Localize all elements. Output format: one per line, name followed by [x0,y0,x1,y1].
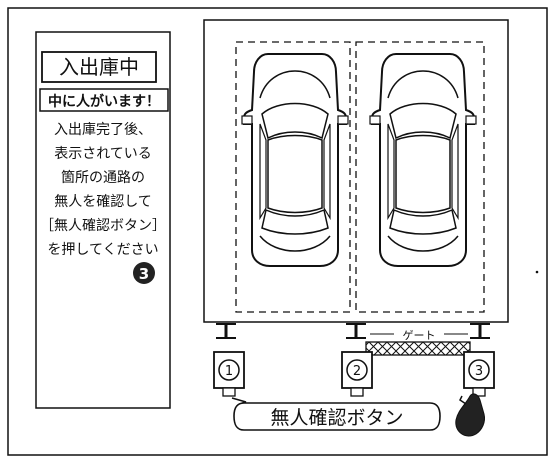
instruction-line: 表示されている [54,146,152,162]
gate-bar [365,341,471,356]
instruction-line: 入出庫完了後、 [54,121,152,138]
sensor-3: 3 [463,351,495,397]
post-middle-icon [344,322,368,340]
sensor-circle-icon [468,359,490,381]
scan-dot [535,270,539,274]
gate: ゲート [365,329,471,356]
warning-text: 中に人がいます！ [48,93,160,110]
instruction-line: を押してください [47,242,158,258]
callout-label: 無人確認ボタン [270,407,403,429]
post-right-icon [468,322,492,340]
car-left-icon [241,53,349,267]
sensor-circle-icon [346,359,368,381]
parking-structure [203,19,509,323]
instruction-line: ［無人確認ボタン］ [40,218,166,234]
title-box [41,51,157,83]
hand-press-icon [455,393,485,437]
parking-bay-right [355,41,485,313]
sensor-circle-icon [218,359,240,381]
sensor-1: 1 [213,351,245,397]
gate-label: ゲート [403,329,436,342]
car-right-icon [369,53,477,267]
sensor-number: 1 [225,364,233,379]
instruction-panel: 入出庫中 中に人がいます！ 入出庫完了後、 表示されている 箇所の通路の 無人を… [35,31,171,409]
sensor-number: 3 [475,364,483,379]
step-badge-number: 3 [139,265,149,283]
instruction-line: 箇所の通路の [61,169,145,186]
confirm-button-callout: 無人確認ボタン [231,397,441,431]
outer-frame [7,7,548,456]
instruction-line: 無人を確認して [54,194,152,210]
instruction-lines: 入出庫完了後、 表示されている 箇所の通路の 無人を確認して ［無人確認ボタン］… [40,121,166,258]
sensor-number: 2 [353,364,361,379]
panel-title: 入出庫中 [59,55,139,79]
warning-box [39,88,169,112]
post-left-icon [214,322,238,340]
sensor-2: 2 [341,351,373,397]
step-badge-icon [133,262,155,284]
